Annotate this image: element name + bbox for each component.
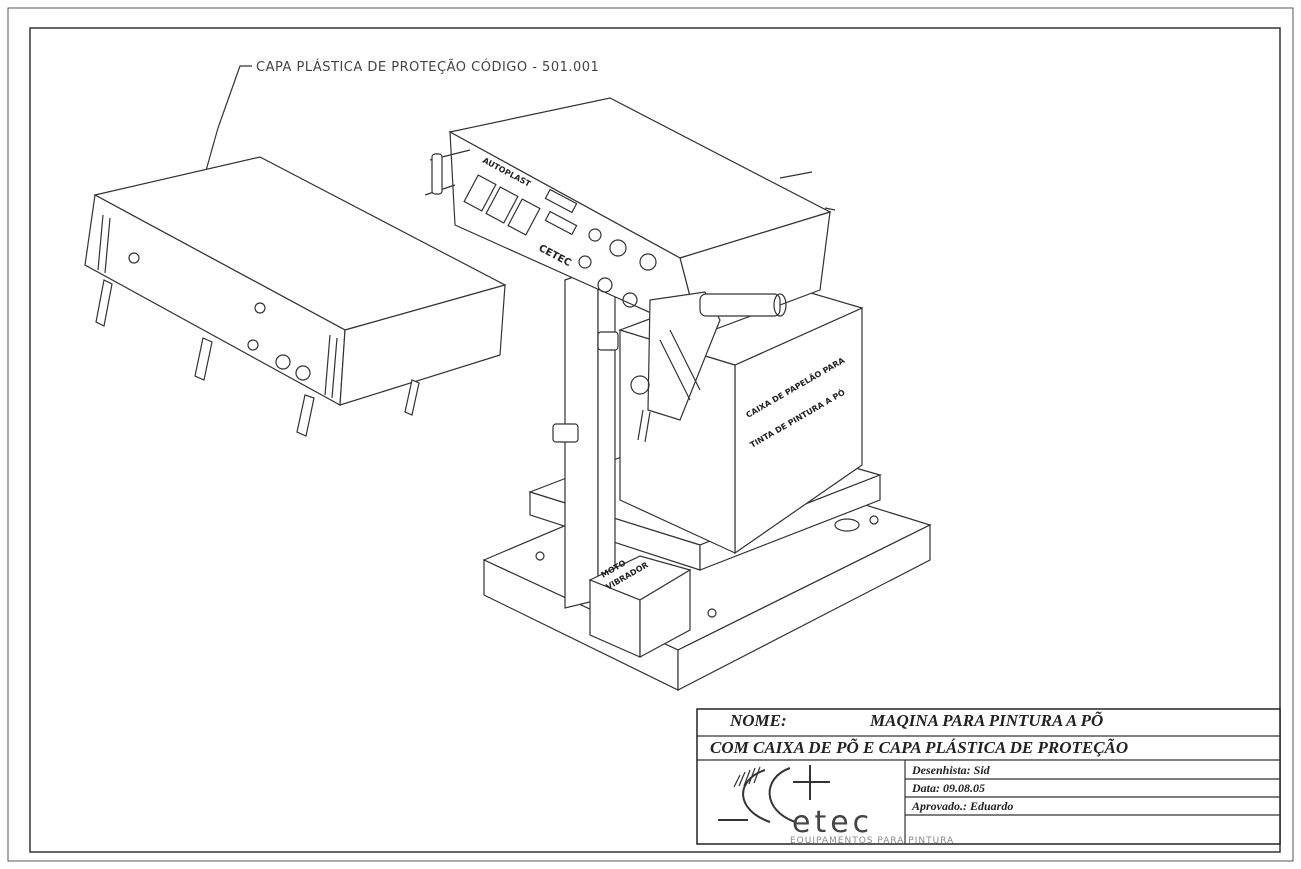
powder-machine-drawing: CAIXA DE PAPELÃO PARA TINTA DE PINTURA A… — [424, 97, 932, 691]
logo-wordmark: etec — [792, 805, 873, 840]
plastic-cover-drawing — [84, 156, 507, 437]
logo-subtitle: EQUIPAMENTOS PARA PINTURA — [790, 836, 954, 846]
cover-callout-label: CAPA PLÁSTICA DE PROTEÇÃO CÓDIGO - 501.0… — [256, 59, 599, 75]
outer-border — [7, 7, 1294, 862]
title-block-date: Data: 09.08.05 — [911, 781, 985, 795]
cetec-logo: etec EQUIPAMENTOS PARA PINTURA — [718, 765, 954, 846]
title-block: NOME: MAQINA PARA PINTURA A PÕ COM CAIXA… — [696, 708, 1281, 846]
title-block-approved: Aprovado.: Eduardo — [911, 799, 1013, 813]
title-block-name-label: NOME: — [729, 711, 787, 730]
inner-border — [29, 27, 1281, 853]
title-block-name-line2: COM CAIXA DE PÕ E CAPA PLÁSTICA DE PROTE… — [710, 738, 1128, 757]
title-block-name-value: MAQINA PARA PINTURA A PÕ — [869, 711, 1103, 730]
title-block-designer: Desenhista: Sid — [911, 763, 991, 777]
